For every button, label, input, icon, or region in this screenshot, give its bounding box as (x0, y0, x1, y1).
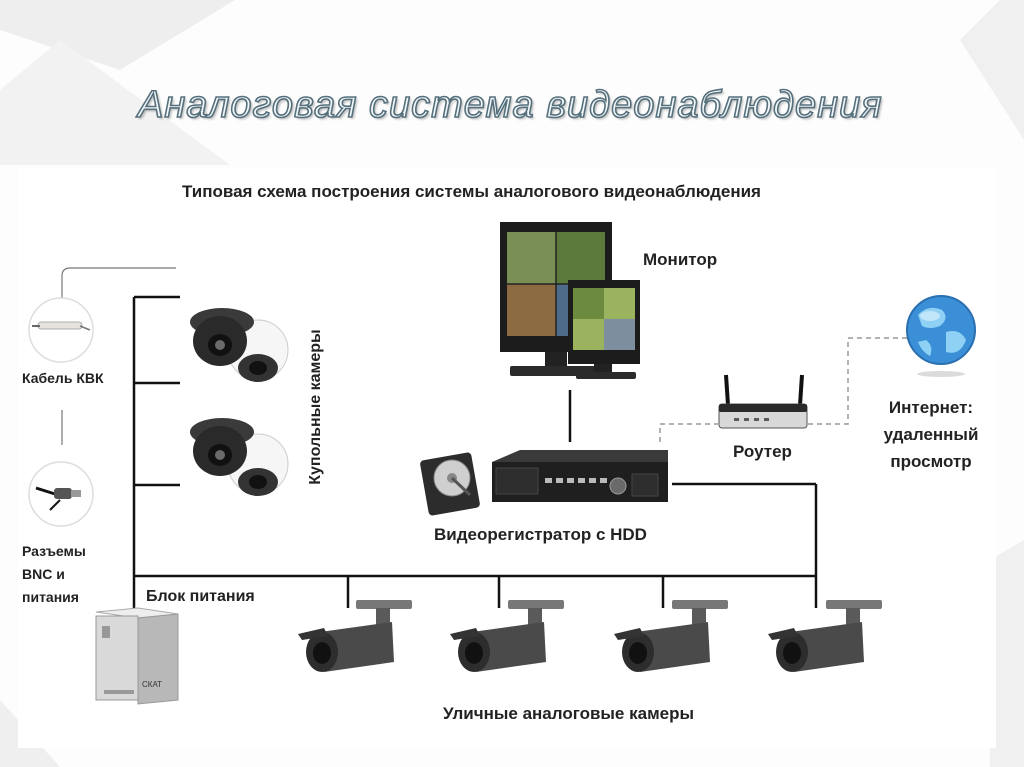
power-supply-icon (95, 607, 179, 705)
router-label: Роутер (733, 442, 792, 461)
street-camera-1 (298, 600, 412, 672)
internet-label: Интернет: удаленный просмотр (883, 398, 979, 471)
dvr-label: Видеорегистратор с HDD (434, 525, 647, 544)
dome-cameras-label: Купольные камеры (306, 307, 326, 507)
diagram-title: Типовая схема построения системы аналого… (182, 182, 761, 201)
slide-title: Аналоговая система видеонаблюдения (137, 83, 883, 127)
dome-cameras-text: Купольные камеры (307, 329, 324, 485)
network-dashed-line (659, 337, 910, 442)
cable-label: Кабель КВК (22, 370, 104, 386)
dome-camera-2 (190, 418, 289, 496)
dome-camera-1 (190, 308, 289, 382)
street-cameras-label: Уличные аналоговые камеры (443, 704, 695, 723)
street-camera-3 (614, 600, 728, 672)
hdd-icon (420, 452, 480, 516)
monitor-label: Монитор (643, 250, 718, 269)
street-camera-4 (768, 600, 882, 672)
globe-icon (906, 295, 976, 377)
dvr-icon (492, 450, 668, 502)
street-camera-2 (450, 600, 564, 672)
wiring (132, 295, 818, 612)
monitor-icon (500, 222, 640, 379)
connectors-label: Разъемы BNC и питания (22, 543, 86, 605)
router-icon (718, 374, 808, 429)
cable-lines (61, 267, 176, 445)
psu-brand-label: СКАТ (142, 680, 163, 689)
power-supply-label: Блок питания (146, 588, 255, 605)
cable-icon (28, 297, 94, 363)
bnc-connector-icon (28, 461, 94, 527)
